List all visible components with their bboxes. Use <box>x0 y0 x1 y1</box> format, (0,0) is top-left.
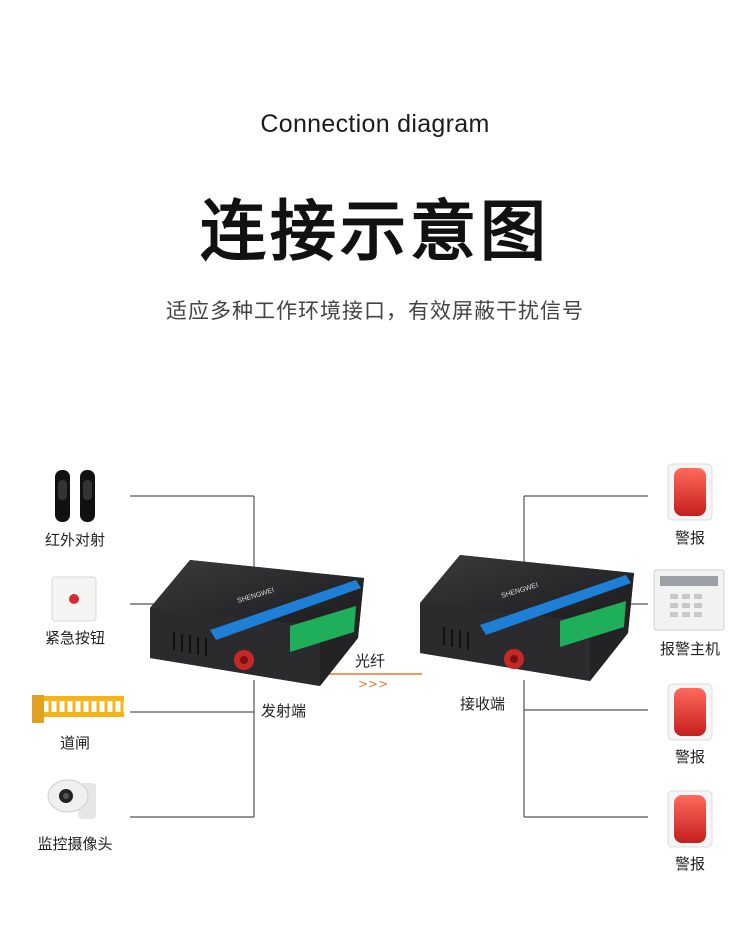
fiber-arrows: >>> <box>358 677 388 691</box>
label-siren-2: 警报 <box>674 748 705 766</box>
terminal-block <box>290 606 356 652</box>
transmitter-label: 发射端 <box>261 702 307 720</box>
label-siren-3: 警报 <box>674 855 705 873</box>
alarm-host-panel-icon <box>653 569 725 631</box>
alarm-siren-icon <box>667 683 713 741</box>
subtitle: 适应多种工作环境接口，有效屏蔽干扰信号 <box>166 299 584 323</box>
label-camera: 监控摄像头 <box>37 835 113 853</box>
label-emergency-button: 紧急按钮 <box>44 629 105 647</box>
left-wiring <box>130 495 255 818</box>
chinese-title: 连接示意图 <box>200 193 550 270</box>
receiver-label: 接收端 <box>460 695 506 713</box>
english-title: Connection diagram <box>260 110 490 138</box>
transmitter-device: SHENGWEI <box>150 560 364 686</box>
surveillance-camera-icon <box>47 779 96 819</box>
infrared-beam-sensor-icon <box>55 470 95 522</box>
fiber-label: 光纤 <box>355 652 386 670</box>
label-barrier-gate: 道闸 <box>59 734 90 752</box>
alarm-siren-icon <box>667 790 713 848</box>
label-siren-1: 警报 <box>674 529 705 547</box>
receiver-device: SHENGWEI <box>420 555 634 681</box>
emergency-button-icon <box>51 576 97 622</box>
fiber-link: >>> <box>312 673 422 691</box>
label-alarm-host: 报警主机 <box>659 640 720 658</box>
alarm-siren-icon <box>667 463 713 521</box>
vent-slots <box>173 632 207 656</box>
barrier-gate-icon <box>32 695 124 723</box>
label-infrared: 红外对射 <box>44 531 105 549</box>
